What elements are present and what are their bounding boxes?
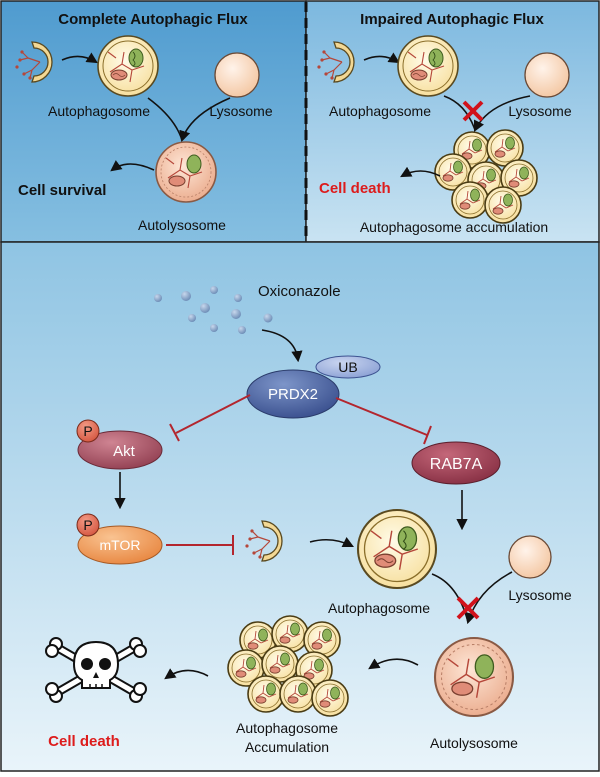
autolysosome-icon-bottom <box>433 636 515 718</box>
mtor-node <box>77 525 163 565</box>
label-autophagosome: Autophagosome <box>48 103 150 119</box>
block-cross-icon <box>462 100 484 122</box>
autophagosome-icon-impaired <box>397 35 459 97</box>
label-oxiconazole: Oxiconazole <box>258 283 341 300</box>
arrow-to-survival <box>110 160 155 172</box>
label-cell-death-bottom: Cell death <box>48 733 120 750</box>
arrow-fusion-right-bottom <box>465 571 513 625</box>
arrow-fusion-left-impaired <box>443 95 476 131</box>
label-ub: UB <box>338 359 357 375</box>
title-impaired-flux: Impaired Autophagic Flux <box>360 11 544 28</box>
label-cell-death-top: Cell death <box>319 180 391 197</box>
label-accumulation-top: Autophagosome accumulation <box>360 219 548 235</box>
label-accumulation-line2: Accumulation <box>245 739 329 755</box>
arrow-drug-to-prdx2 <box>261 329 303 363</box>
autophagosome-icon-bottom <box>356 508 438 590</box>
panel-complete-flux <box>0 0 307 243</box>
arrow-fusion-right <box>179 97 231 143</box>
arrow-to-death-top <box>400 166 441 178</box>
label-p-mtor: P <box>83 517 92 533</box>
phospho-badge-akt <box>76 419 100 443</box>
prdx2-node <box>246 369 340 419</box>
title-complete-flux: Complete Autophagic Flux <box>58 11 248 28</box>
label-lysosome: Lysosome <box>209 103 273 119</box>
label-akt: Akt <box>113 443 136 460</box>
oxiconazole-molecules-icon <box>154 286 273 334</box>
inhibit-prdx2-rab7a <box>335 397 428 436</box>
akt-node <box>77 430 163 470</box>
label-mtor: mTOR <box>100 537 141 553</box>
arrow-fusion-right-impaired <box>473 95 531 133</box>
label-autolysosome: Autolysosome <box>138 217 226 233</box>
inhibit-prdx2-akt <box>175 394 251 434</box>
autolysosome-icon <box>155 141 217 203</box>
lysosome-icon-bottom <box>508 535 552 579</box>
label-rab7a: RAB7A <box>430 456 483 473</box>
lysosome-icon <box>214 52 260 98</box>
rab7a-node <box>411 441 501 485</box>
inhibit-prdx2-rab7a-bar <box>423 425 432 445</box>
label-cell-survival: Cell survival <box>18 182 106 199</box>
label-lysosome-bottom: Lysosome <box>508 587 572 603</box>
arrow-cluster-to-death <box>164 668 209 680</box>
arrow-autolysosome-to-cluster <box>368 658 419 670</box>
autophagosome-icon <box>97 35 159 97</box>
arrow-phago-to-apo <box>61 52 98 64</box>
ub-badge <box>315 355 381 379</box>
skull-crossbones-icon <box>45 637 147 703</box>
label-accumulation-line1: Autophagosome <box>236 720 338 736</box>
label-autophagosome-impaired: Autophagosome <box>329 103 431 119</box>
phospho-badge-mtor <box>76 513 100 537</box>
lysosome-icon-impaired <box>524 52 570 98</box>
label-lysosome-impaired: Lysosome <box>508 103 572 119</box>
block-cross-icon-bottom <box>456 596 480 620</box>
label-prdx2: PRDX2 <box>268 386 318 403</box>
inhibit-prdx2-akt-bar <box>169 423 180 442</box>
label-autophagosome-bottom: Autophagosome <box>328 600 430 616</box>
arrow-phago-to-apo-impaired <box>363 52 400 64</box>
arrow-phago-to-apo-bottom <box>309 536 355 548</box>
label-p-akt: P <box>83 423 92 439</box>
label-autolysosome-bottom: Autolysosome <box>430 735 518 751</box>
